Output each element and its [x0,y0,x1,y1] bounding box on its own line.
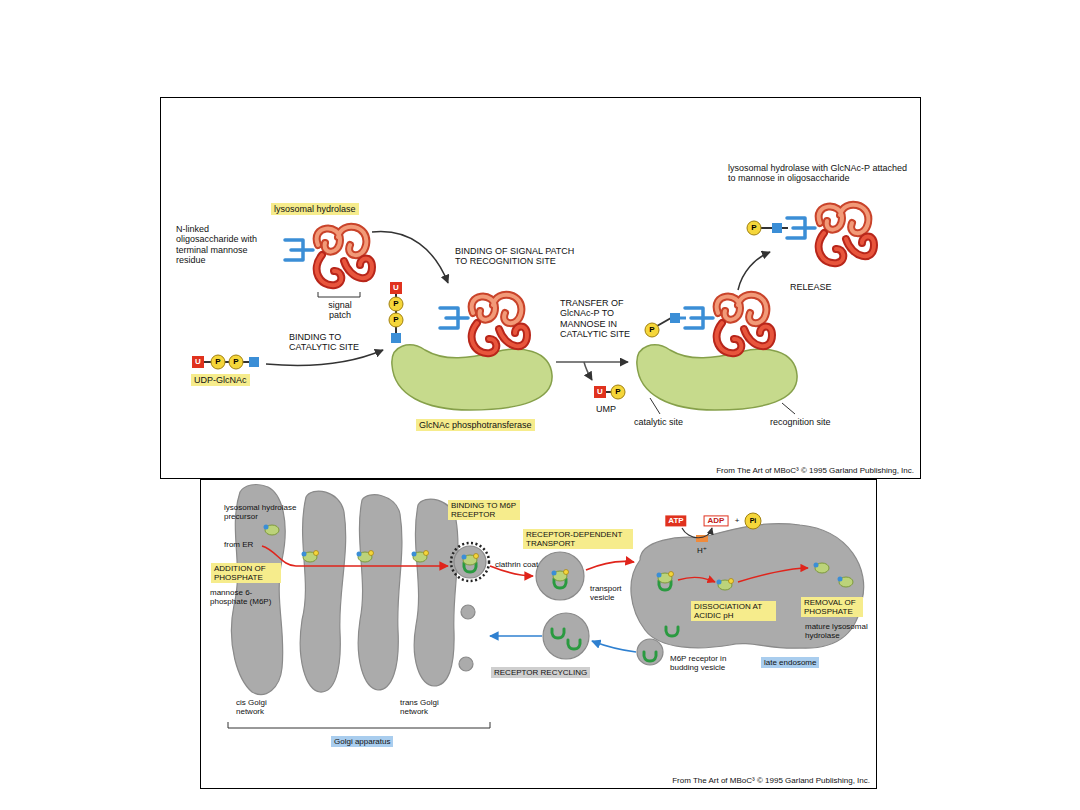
highlight-label-box: ADDITION OF PHOSPHATE [211,563,281,583]
annotation-label: mannose 6-phosphate (M6P) [210,588,275,606]
annotation-label: trans Golgi network [400,698,450,716]
annotation-label: UMP [596,404,616,414]
step-label: DISSOCIATION AT ACIDIC pH [694,602,773,620]
highlight-label-box: RECEPTOR-DEPENDENT TRANSPORT [523,529,633,549]
highlight-label-box: late endosome [761,657,819,668]
annotation-label: BINDING TO CATALYTIC SITE [289,332,384,353]
phosphate-symbol-letter: P [393,299,398,308]
highlight-label-box: UDP-GlcNAc [191,374,250,386]
uridine-symbol-letter: U [393,283,399,292]
annotation-label: clathrin coat [495,560,538,569]
copyright-credit: From The Art of MBoC³ © 1995 Garland Pub… [672,776,870,785]
phosphate-symbol-letter: P [215,357,220,366]
annotation-label: H⁺ [697,546,707,555]
highlight-label-box: DISSOCIATION AT ACIDIC pH [691,601,776,621]
highlight-label-box: lysosomal hydrolase [271,203,359,215]
step-label: BINDING TO M6P RECEPTOR [451,501,517,519]
annotation-label: transport vesicle [590,584,632,602]
step-label: late endosome [764,658,816,667]
step-label: lysosomal hydrolase [274,204,356,214]
step-label: UDP-GlcNAc [194,375,247,385]
highlight-label-box: GlcNAc phosphotransferase [416,419,535,431]
annotation-label: RELEASE [790,282,832,292]
adp-box: ADP [704,515,729,526]
step-label: RECEPTOR RECYCLING [494,668,587,677]
annotation-label: cis Golgi network [236,698,286,716]
highlight-label-box: RECEPTOR RECYCLING [491,667,590,678]
highlight-label-box: REMOVAL OF PHOSPHATE [801,597,863,617]
annotation-label: N-linked oligosaccharide with terminal m… [176,224,268,265]
uridine-symbol-letter: U [195,357,201,366]
step-label: Golgi apparatus [334,737,390,746]
annotation-label: signal patch [323,300,357,321]
phosphate-symbol-letter: P [751,223,756,232]
annotation-label: mature lysosomal hydrolase [805,622,875,640]
step-label: GlcNAc phosphotransferase [419,420,532,430]
figure-panel: From The Art of MBoC³ © 1995 Garland Pub… [200,479,877,789]
annotation-label: TRANSFER OF GlcNAc-P TO MANNOSE IN CATAL… [560,298,645,339]
highlight-label-box: Golgi apparatus [331,736,393,747]
step-label: REMOVAL OF PHOSPHATE [804,598,860,616]
annotation-label: + [735,516,740,525]
annotation-label: from ER [224,540,253,549]
annotation-label: lysosomal hydrolase with GlcNAc-P attach… [728,163,908,184]
annotation-label: BINDING OF SIGNAL PATCH TO RECOGNITION S… [455,246,580,267]
uridine-symbol-letter: U [597,387,603,396]
phosphate-symbol-letter: P [615,387,620,396]
annotation-label: catalytic site [634,417,683,427]
atp-box: ATP [665,515,686,526]
annotation-label: recognition site [770,417,831,427]
phosphate-symbol-letter: P [649,325,654,334]
step-label: RECEPTOR-DEPENDENT TRANSPORT [526,530,630,548]
annotation-label: lysosomal hydrolase precursor [224,503,299,521]
step-label: ADDITION OF PHOSPHATE [214,564,278,582]
highlight-label-box: BINDING TO M6P RECEPTOR [448,500,520,520]
copyright-credit: From The Art of MBoC³ © 1995 Garland Pub… [716,466,914,475]
annotation-label: M6P receptor in budding vesicle [670,654,750,672]
phosphate-symbol-letter: P [393,315,398,324]
phosphate-symbol-letter: Pi [750,517,757,525]
phosphate-symbol-letter: P [233,357,238,366]
